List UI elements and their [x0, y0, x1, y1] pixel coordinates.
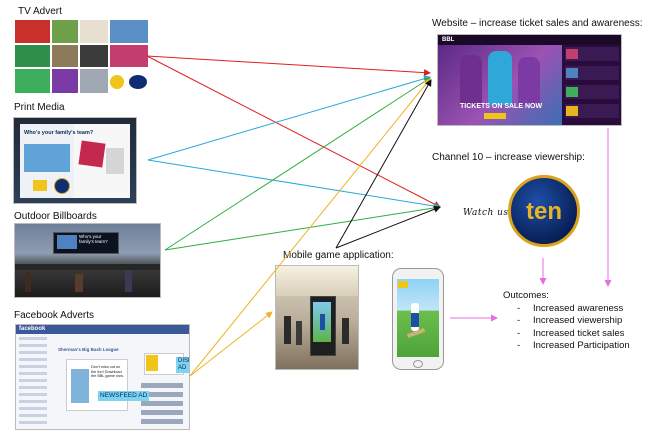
facebook-adverts-label: Facebook Adverts	[14, 310, 95, 321]
arrow-tv-to-channel10	[146, 55, 441, 208]
arrow-tv-to-website	[146, 55, 431, 77]
facebook-ad-copy: Don't miss out on the fun! Download the …	[91, 365, 124, 378]
print-media-magazine: Who's your family's team?	[13, 117, 137, 204]
tv-advert-label: TV Advert	[18, 6, 62, 17]
tv-advert-collage	[15, 20, 150, 100]
arrow-facebook-to-mobile	[189, 311, 273, 377]
outcomes-list: Increased awareness Increased viewership…	[503, 303, 630, 353]
arrow-print-to-website	[147, 75, 431, 161]
facebook-page-title: Sherman's Big Bash League	[58, 347, 119, 352]
outcomes-title: Outcomes:	[503, 290, 549, 301]
ten-logo-text: ten	[526, 198, 562, 225]
newsfeed-ad-tag: NEWSFEED AD	[98, 391, 150, 401]
watch-us-here-label: Watch us here:	[463, 208, 539, 218]
website-brand: BBL	[442, 37, 455, 43]
facebook-header: facebook	[16, 325, 189, 334]
outcome-item: Increased awareness	[503, 303, 630, 316]
channel10-label: Channel 10 – increase viewership:	[432, 152, 585, 163]
outcome-item: Increased viewership	[503, 315, 630, 328]
outdoor-billboard-photo: Who's your family's team?	[14, 223, 161, 298]
arrow-billboard-to-channel10	[164, 204, 441, 251]
print-media-label: Print Media	[14, 102, 65, 113]
print-ad-ten-logo	[54, 178, 70, 194]
print-ad-question: Who's your family's team?	[24, 130, 94, 136]
arrow-mobile-to-channel10	[335, 205, 441, 249]
arrow-print-to-channel10	[147, 159, 441, 210]
arrow-mobile-to-website	[335, 79, 432, 249]
outcome-item: Increased Participation	[503, 340, 630, 353]
mobile-game-phone	[392, 268, 444, 370]
facebook-ads-screenshot: facebook Sherman's Big Bash League Don't…	[15, 324, 190, 430]
mobile-game-mall-display	[275, 265, 359, 370]
outdoor-billboards-label: Outdoor Billboards	[14, 211, 97, 222]
display-ad-tag: DISPLAY AD	[176, 357, 189, 373]
billboard-ad-text: Who's your family's team?	[79, 234, 108, 244]
website-label: Website – increase ticket sales and awar…	[432, 18, 643, 29]
website-screenshot: BBL TICKETS ON SALE NOW	[437, 34, 622, 126]
mobile-app-label: Mobile game application:	[283, 250, 394, 261]
outcome-item: Increased ticket sales	[503, 328, 630, 341]
outcomes-block: Outcomes: Increased awareness Increased …	[503, 290, 630, 353]
website-banner: TICKETS ON SALE NOW	[460, 103, 543, 110]
channel-ten-logo: ten	[508, 175, 580, 247]
arrow-billboard-to-website	[164, 77, 431, 251]
